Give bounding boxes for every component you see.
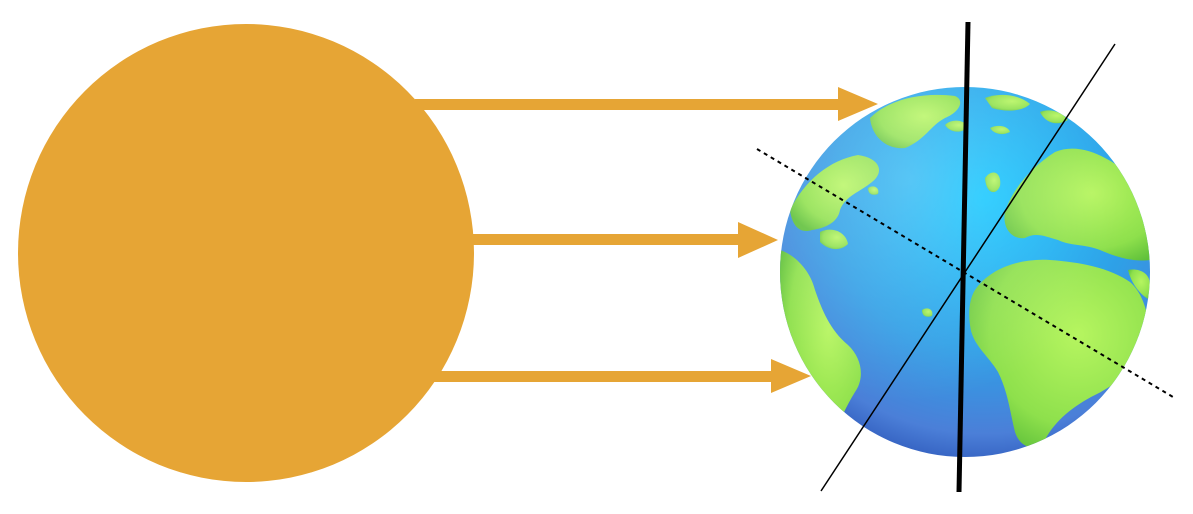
sun-rays xyxy=(415,87,878,393)
ray-arrow-middle xyxy=(470,222,778,258)
ray-arrow-bottom xyxy=(430,359,811,393)
equator-dotted-line xyxy=(756,148,1174,398)
tilted-rotation-axis xyxy=(820,43,1116,492)
sun-circle xyxy=(18,24,474,482)
vertical-reference-line xyxy=(956,21,971,493)
ray-arrow-top xyxy=(415,87,878,121)
